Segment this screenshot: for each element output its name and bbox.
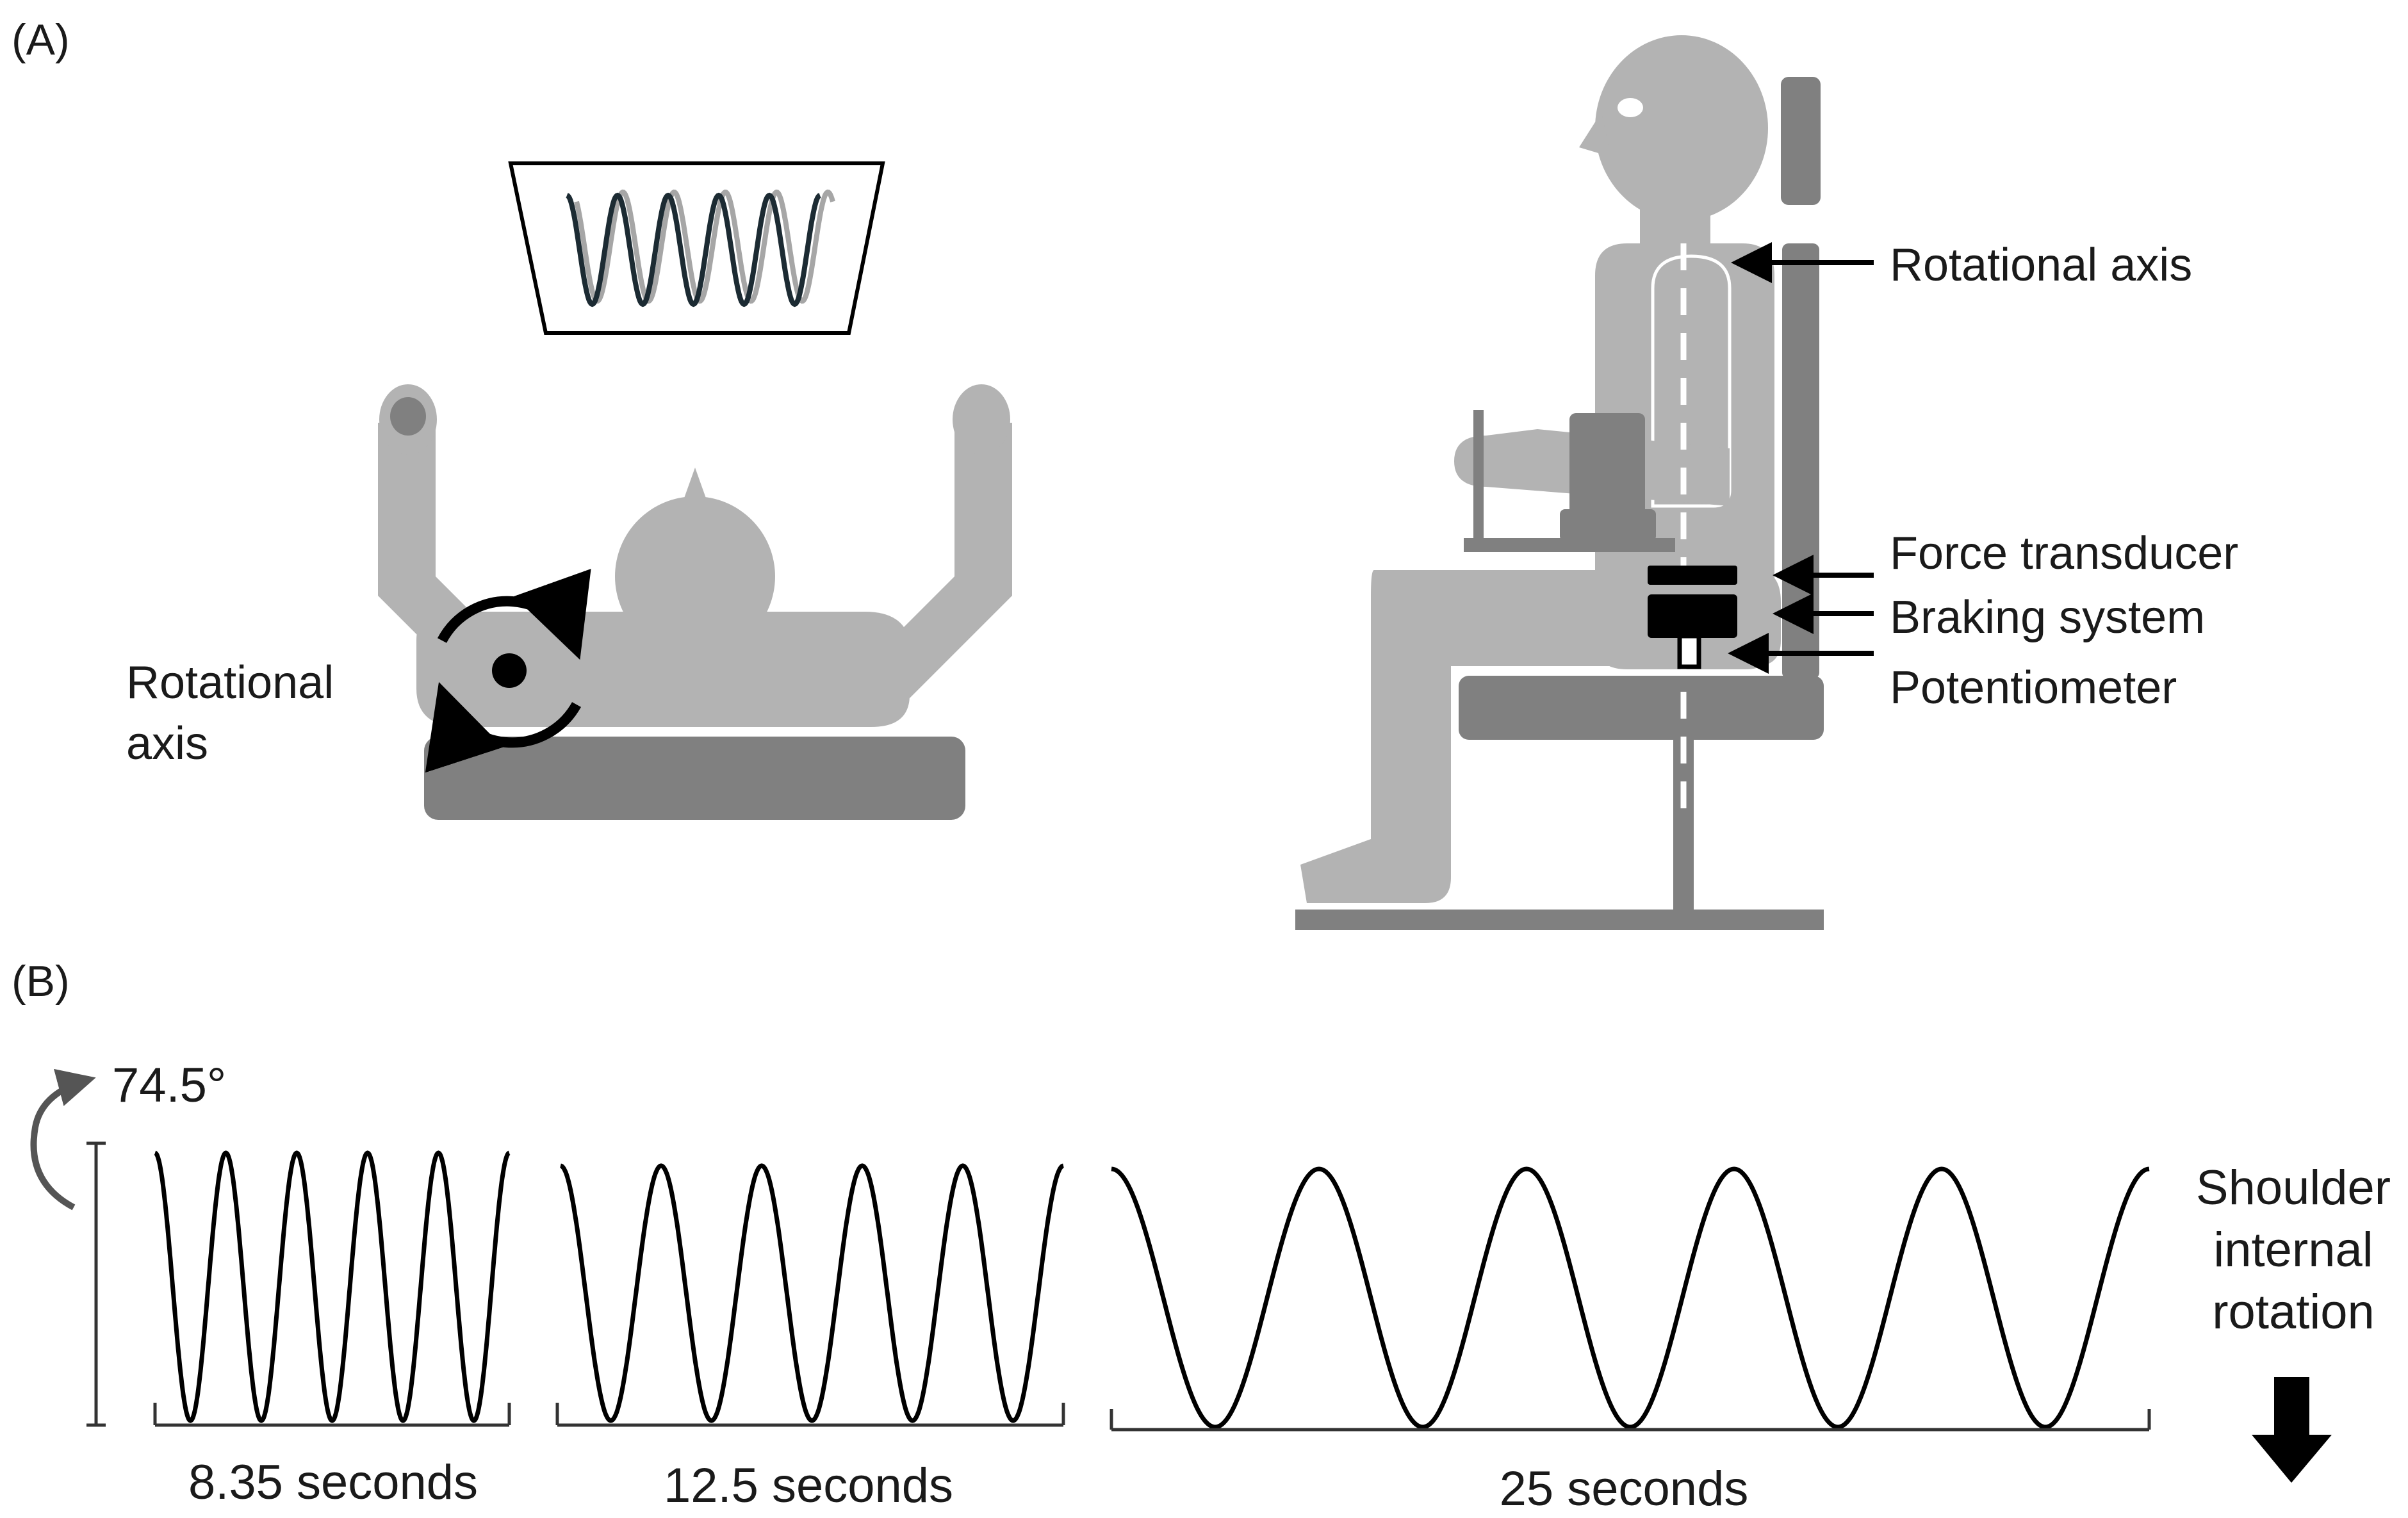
seat [1459,676,1824,740]
direction-label-line2: internal [2213,1223,2373,1277]
potentiometer [1677,633,1701,669]
duration-label-2: 12.5 seconds [664,1458,953,1513]
right-hand [953,384,1010,455]
label-force-transducer: Force transducer [1890,528,2238,579]
label-braking-system: Braking system [1890,592,2205,643]
monitor-screen [508,161,885,335]
handle-bar [1473,410,1484,544]
top-view-illustration [378,161,1012,820]
top-view-rotational-axis-label-line2: axis [126,718,208,769]
duration-label-3: 25 seconds [1500,1462,1749,1516]
dynamometer-base [1560,509,1656,541]
rotational-axis-point [492,653,527,688]
nose-side-view [1579,112,1611,157]
side-view-illustration [1295,35,1874,930]
rotation-arrow-upper [437,568,591,660]
label-rotational-axis: Rotational axis [1890,240,2192,291]
waveform-line [1111,1166,2150,1430]
down-arrow [2252,1377,2332,1483]
direction-label-line1: Shoulder [2196,1161,2391,1215]
nose-top-view [679,468,711,512]
duration-label-1: 8.35 seconds [188,1455,478,1510]
waveform-25-seconds: 25 seconds [1110,1166,2151,1516]
head-side-view [1595,35,1768,221]
amplitude-label: 74.5° [112,1058,226,1113]
leg [1300,570,1781,903]
eye [1618,98,1643,117]
direction-label-line3: rotation [2212,1285,2375,1339]
waveform-line [560,1163,1064,1423]
arm-platform [1464,538,1675,552]
waveform-12-5-seconds: 12.5 seconds [555,1163,1065,1513]
force-transducer [1648,566,1737,585]
braking-system [1648,594,1737,638]
top-view-rotational-axis-label-line1: Rotational [126,657,334,708]
panel-b-label: (B) [12,957,70,1006]
dynamometer-block [1569,413,1645,516]
right-arm-top-view [871,423,1012,698]
waveform-line [154,1150,511,1423]
panel-a-label: (A) [12,15,70,64]
curved-rotation-arrow [30,1068,96,1211]
rotation-arrow-lower [425,681,581,773]
waveform-8-35-seconds: 8.35 seconds [153,1150,511,1510]
left-handle [390,397,426,436]
headrest-column [1781,77,1821,205]
left-arm-top-view [378,423,512,692]
bench [424,737,965,820]
monitor-wave-actual [566,192,821,307]
base-plate [1295,910,1824,930]
label-potentiometer: Potentiometer [1890,662,2177,714]
